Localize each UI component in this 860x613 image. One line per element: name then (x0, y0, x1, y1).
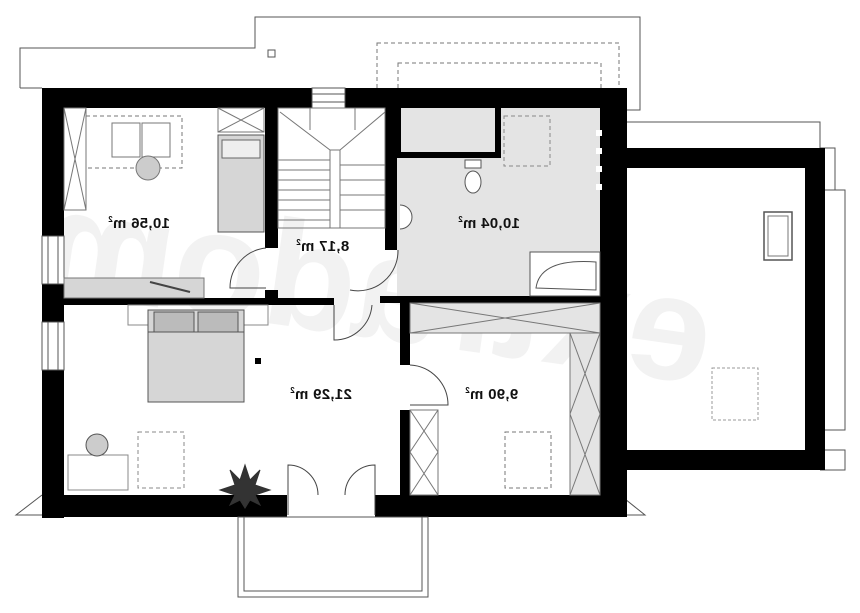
bedroom-furniture (67, 304, 272, 509)
chimney-mark (267, 49, 276, 58)
area-label-bathroom: 10,04 m2 (458, 215, 520, 232)
roof-balcony-dashed (376, 42, 620, 94)
roof-window-inner (767, 215, 789, 257)
top-left-furniture (63, 107, 265, 299)
roof-window (763, 211, 793, 261)
area-label-bedroom: 21,29 m2 (290, 386, 352, 403)
annex-dashed-box (711, 367, 759, 421)
windows (41, 87, 346, 371)
main-walls (42, 88, 627, 518)
area-label-bottom-right-room: 9,90 m2 (465, 386, 519, 403)
staircase (277, 107, 386, 229)
area-label-top-left-room: 10,56 m2 (108, 215, 170, 232)
balcony (237, 516, 429, 598)
area-label-hall: 8,17 m2 (296, 238, 350, 255)
annex-walls (617, 148, 825, 470)
bathroom-fixtures (399, 115, 601, 297)
bottom-right-furniture (409, 302, 601, 496)
chimney-ducts (64, 130, 602, 404)
doors (229, 247, 449, 515)
